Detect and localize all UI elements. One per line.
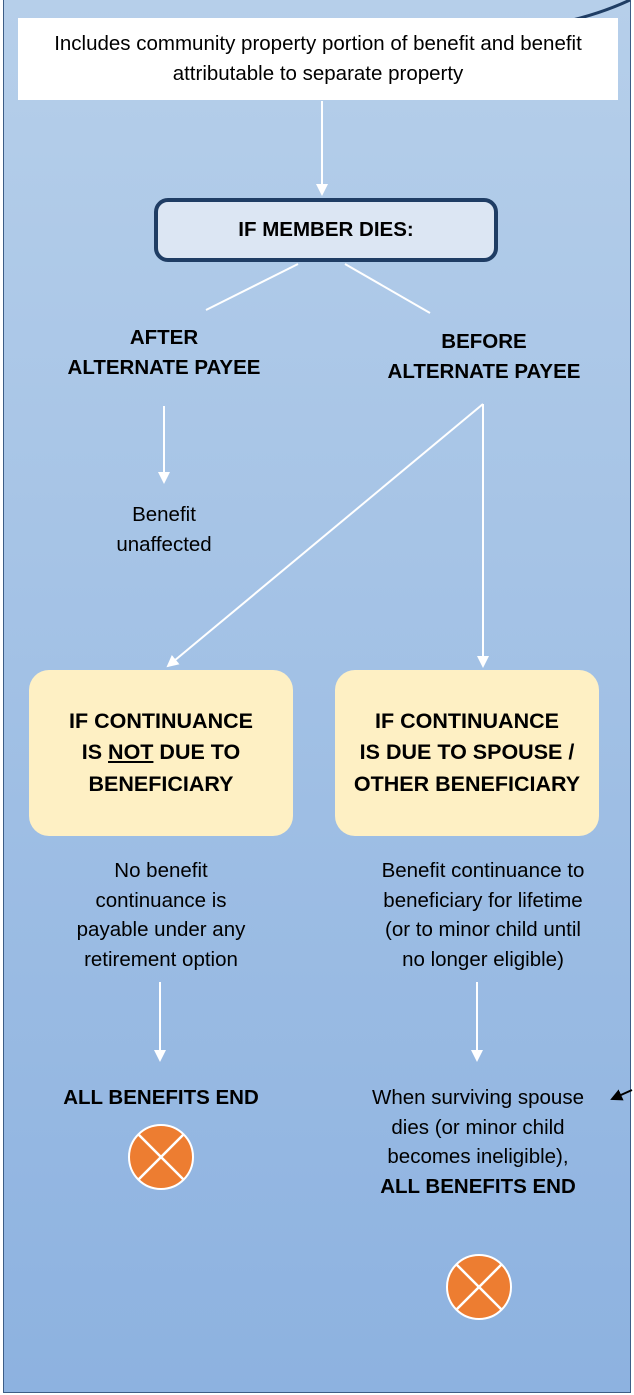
not-due-outcome-text: No benefit continuance is payable under … [76,859,246,972]
decision-box-member-dies: IF MEMBER DIES: [154,198,498,262]
branch-after-label: AFTER ALTERNATE PAYEE [67,326,261,379]
top-note: Includes community property portion of b… [18,18,618,100]
left-end-label: ALL BENEFITS END [63,1086,259,1109]
end-x-icon [446,1254,512,1320]
condition-box-not-due: IF CONTINUANCE IS NOT DUE TO BENEFICIARY [29,670,293,836]
line-to-before [344,263,431,314]
condition-box-due: IF CONTINUANCE IS DUE TO SPOUSE / OTHER … [335,670,599,836]
end-x-icon [128,1124,194,1190]
due-outcome-text: Benefit continuance to beneficiary for l… [381,859,585,972]
arrow-before-to-not-due [166,403,484,668]
external-pointer-arrow [610,1089,633,1101]
after-result-text: Benefit unaffected [116,503,212,556]
right-end-text: When surviving spouse dies (or minor chi… [372,1086,584,1199]
line-to-after [205,263,299,311]
branch-before-label: BEFORE ALTERNATE PAYEE [387,330,581,383]
